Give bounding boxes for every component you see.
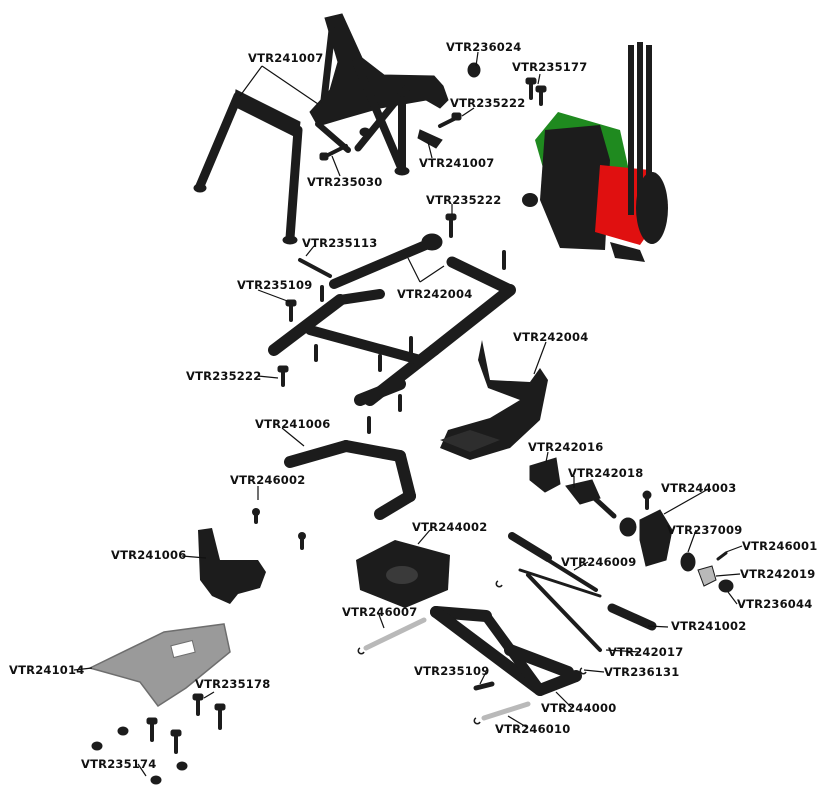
part-label: VTR246007	[342, 605, 418, 619]
part-label: VTR236024	[446, 40, 522, 54]
part-label: VTR246010	[495, 722, 571, 736]
part-label: VTR242004	[397, 287, 473, 301]
chassis-braces	[268, 233, 516, 434]
part-label: VTR235030	[307, 175, 383, 189]
upper-screws	[319, 62, 547, 238]
part-label: VTR235109	[237, 278, 313, 292]
part-label: VTR246001	[742, 539, 818, 553]
part-label: VTR242017	[608, 645, 684, 659]
part-label: VTR246009	[561, 555, 637, 569]
part-label: VTR241002	[671, 619, 747, 633]
bottom-screws	[91, 693, 226, 785]
part-label: VTR242018	[568, 466, 644, 480]
part-label: VTR244002	[412, 520, 488, 534]
part-label: VTR235222	[186, 369, 262, 383]
chassis-plate	[87, 623, 231, 708]
e-clips	[357, 580, 587, 725]
diff-housing	[356, 540, 450, 608]
motor-gearbox	[522, 42, 668, 262]
part-label: VTR241007	[248, 51, 324, 65]
part-label: VTR241014	[9, 663, 85, 677]
a-arm	[430, 606, 582, 696]
part-label: VTR235178	[195, 677, 271, 691]
part-label: VTR235177	[512, 60, 588, 74]
part-label: VTR235222	[450, 96, 526, 110]
rear-brace	[284, 440, 416, 520]
skid-plate	[440, 340, 548, 460]
leader-lines	[73, 51, 743, 777]
driveline	[508, 457, 734, 652]
part-label: VTR244003	[661, 481, 737, 495]
part-label: VTR235109	[414, 664, 490, 678]
bulkhead	[198, 508, 306, 604]
part-label: VTR235222	[426, 193, 502, 207]
part-label: VTR242004	[513, 330, 589, 344]
part-label: VTR242019	[740, 567, 816, 581]
part-label: VTR235174	[81, 757, 157, 771]
part-label: VTR235113	[302, 236, 378, 250]
roll-cage	[193, 13, 449, 245]
part-label: VTR242016	[528, 440, 604, 454]
part-label: VTR241006	[255, 417, 331, 431]
part-label: VTR241007	[419, 156, 495, 170]
part-label: VTR236131	[604, 665, 680, 679]
part-label: VTR246002	[230, 473, 306, 487]
hinge-pins	[363, 617, 531, 721]
part-label: VTR236044	[737, 597, 813, 611]
part-label: VTR244000	[541, 701, 617, 715]
part-label: VTR241006	[111, 548, 187, 562]
part-label: VTR237009	[667, 523, 743, 537]
